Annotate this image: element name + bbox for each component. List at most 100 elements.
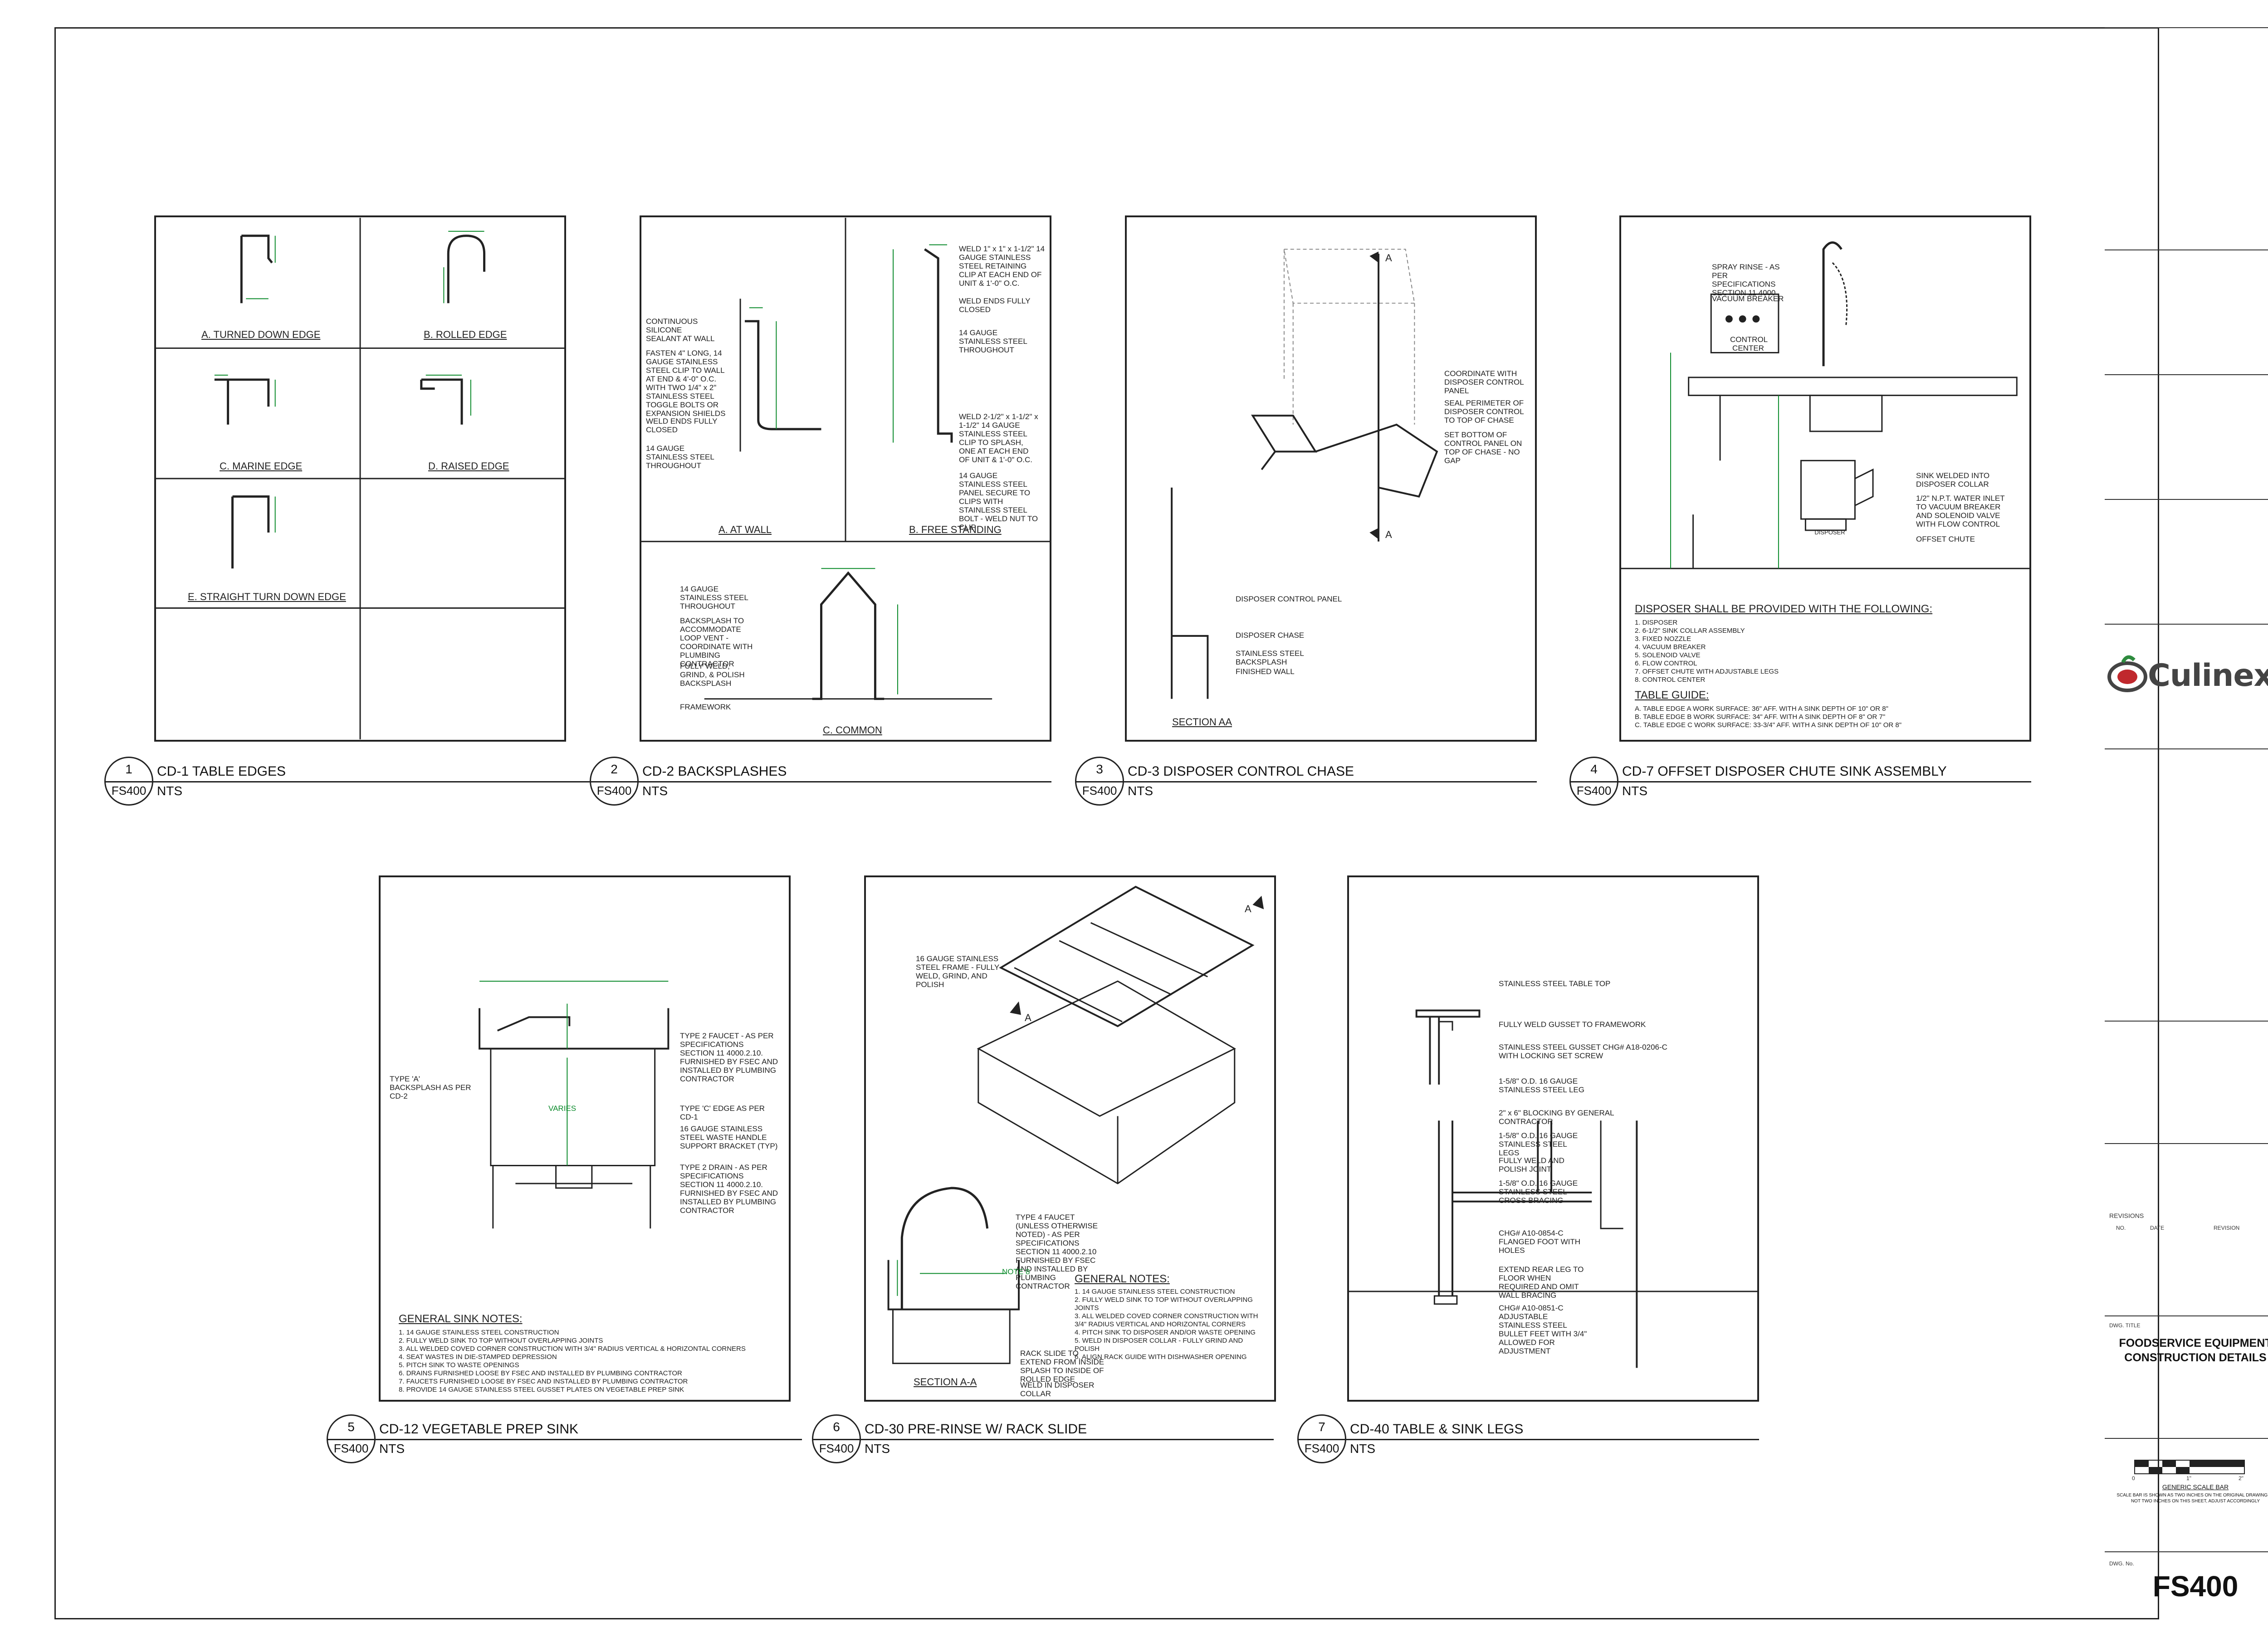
cd7-table-heading: TABLE GUIDE: xyxy=(1635,689,1709,701)
cd2-weld-two: WELD 2-1/2" x 1-1/2" x 1-1/2" 14 GAUGE S… xyxy=(959,412,1038,464)
cd2-label-a: A. AT WALL xyxy=(719,524,772,535)
cd7-notes-heading: DISPOSER SHALL BE PROVIDED WITH THE FOLL… xyxy=(1635,603,1933,615)
cd12-notes-list: 1. 14 GAUGE STAINLESS STEEL CONSTRUCTION… xyxy=(399,1329,780,1394)
dwg-title: FOODSERVICE EQUIPMENT CONSTRUCTION DETAI… xyxy=(2119,1337,2268,1364)
cd3-set: SET BOTTOM OF CONTROL PANEL ON TOP OF CH… xyxy=(1444,430,1522,465)
cd30-section: SECTION A-A xyxy=(914,1376,977,1388)
cd2-weld-ends: WELD ENDS FULLY CLOSED xyxy=(646,417,718,434)
cd2-label-c: C. COMMON xyxy=(823,724,882,736)
scale-bar xyxy=(2134,1460,2245,1474)
detail-scale-text: NTS xyxy=(157,784,182,798)
brand-name: Culinex xyxy=(2148,658,2268,694)
cd12-drain: TYPE 2 DRAIN - AS PER SPECIFICATIONS SEC… xyxy=(680,1163,778,1215)
note-item: 6. ALIGN RACK GUIDE WITH DISHWASHER OPEN… xyxy=(1075,1353,1247,1361)
cd30-weld: WELD IN DISPOSER COLLAR xyxy=(1020,1381,1095,1398)
cd1-label-e: E. STRAIGHT TURN DOWN EDGE xyxy=(188,591,346,602)
detail-scale-text: NTS xyxy=(379,1442,405,1456)
detail-title-text: CD-7 OFFSET DISPOSER CHUTE SINK ASSEMBLY xyxy=(1622,764,1947,779)
cd3-panel: DISPOSER CONTROL PANEL xyxy=(1236,595,1342,603)
cd30-frame: 16 GAUGE STAINLESS STEEL FRAME - FULLY W… xyxy=(916,954,999,989)
note-item: B. TABLE EDGE B WORK SURFACE: 34" AFF. W… xyxy=(1635,713,1886,721)
detail-number: 2 xyxy=(611,762,618,776)
cd7-table-list: A. TABLE EDGE A WORK SURFACE: 36" AFF. W… xyxy=(1635,705,2025,729)
detail-sheet: FS400 xyxy=(596,784,632,797)
note-item: A. TABLE EDGE A WORK SURFACE: 36" AFF. W… xyxy=(1635,705,1888,713)
cd2-sealant: CONTINUOUS SILICONE SEALANT AT WALL xyxy=(646,317,715,343)
detail-callout-6: 6 FS400 xyxy=(812,1414,861,1463)
detail-sheet: FS400 xyxy=(111,784,147,797)
note-item: 5. WELD IN DISPOSER COLLAR - FULLY GRIND… xyxy=(1075,1337,1243,1353)
detail-title-1: 1 FS400 CD-1 TABLE EDGES NTS xyxy=(104,757,603,807)
scale-label: GENERIC SCALE BAR xyxy=(2162,1483,2229,1491)
cd3-a-top: A xyxy=(1385,252,1392,264)
detail-frame-cd12: VARIES TYPE 2 FAUCET - AS PER SPECIFICAT… xyxy=(379,875,791,1402)
cd2-drawing xyxy=(641,218,1050,700)
note-item: 7. FAUCETS FURNISHED LOOSE BY FSEC AND I… xyxy=(399,1378,688,1385)
note-item: 2. FULLY WELD SINK TO TOP WITHOUT OVERLA… xyxy=(1075,1296,1253,1312)
note-item: 2. FULLY WELD SINK TO TOP WITHOUT OVERLA… xyxy=(399,1337,603,1345)
cd12-faucet: TYPE 2 FAUCET - AS PER SPECIFICATIONS SE… xyxy=(680,1032,778,1083)
detail-scale-text: NTS xyxy=(642,784,668,798)
detail-scale-text: NTS xyxy=(1622,784,1647,798)
scale-tick-0: 0 xyxy=(2132,1475,2135,1481)
note-item: 4. SEAT WASTES IN DIE-STAMPED DEPRESSION xyxy=(399,1353,557,1361)
detail-title-text: CD-30 PRE-RINSE W/ RACK SLIDE xyxy=(865,1422,1087,1437)
cd30-notes-heading: GENERAL NOTES: xyxy=(1075,1273,1170,1285)
note-item: 6. FLOW CONTROL xyxy=(1635,660,1697,667)
cd40-gusset: STAINLESS STEEL GUSSET CHG# A18-0206-C W… xyxy=(1499,1043,1667,1060)
cd7-chute: OFFSET CHUTE xyxy=(1916,535,1975,543)
cd30-a-top: A xyxy=(1245,903,1251,914)
detail-sheet: FS400 xyxy=(1304,1442,1339,1455)
revisions-col-revision: REVISION xyxy=(2214,1225,2240,1231)
note-item: 8. CONTROL CENTER xyxy=(1635,676,1706,684)
note-item: 6. DRAINS FURNISHED LOOSE BY FSEC AND IN… xyxy=(399,1369,682,1377)
cd40-extend: EXTEND REAR LEG TO FLOOR WHEN REQUIRED A… xyxy=(1499,1265,1584,1300)
note-item: 5. SOLENOID VALVE xyxy=(1635,651,1701,659)
cd30-drawing xyxy=(887,885,1264,1364)
note-item: 2. 6-1/2" SINK COLLAR ASSEMBLY xyxy=(1635,627,1745,635)
cd40-flanged: CHG# A10-0854-C FLANGED FOOT WITH HOLES xyxy=(1499,1229,1581,1255)
detail-number: 6 xyxy=(833,1420,840,1434)
cd2-loop: BACKSPLASH TO ACCOMMODATE LOOP VENT - CO… xyxy=(680,616,753,668)
detail-sheet: FS400 xyxy=(1576,784,1612,797)
dwg-no: FS400 xyxy=(2152,1570,2239,1603)
cd12-backsplash: TYPE 'A' BACKSPLASH AS PER CD-2 xyxy=(390,1075,471,1100)
dwg-no-label: DWG. No. xyxy=(2109,1560,2134,1567)
revisions-col-date: DATE xyxy=(2150,1225,2165,1231)
cd30-note: NOTE 8 xyxy=(1002,1267,1030,1276)
cd40-gusset-weld: FULLY WELD GUSSET TO FRAMEWORK xyxy=(1499,1020,1646,1029)
detail-title-2: 2 FS400 CD-2 BACKSPLASHES NTS xyxy=(590,757,1089,807)
detail-number: 1 xyxy=(125,762,132,776)
cd30-notes-list: 1. 14 GAUGE STAINLESS STEEL CONSTRUCTION… xyxy=(1075,1288,1270,1361)
detail-callout-7: 7 FS400 xyxy=(1297,1414,1346,1463)
scale-tick-1: 1" xyxy=(2186,1475,2191,1481)
cd2-ga14b: 14 GAUGE STAINLESS STEEL THROUGHOUT xyxy=(959,328,1027,354)
cd7-notes-list: 1. DISPOSER 2. 6-1/2" SINK COLLAR ASSEMB… xyxy=(1635,619,2016,684)
cd12-edge: TYPE 'C' EDGE AS PER CD-1 xyxy=(680,1104,765,1121)
cd2-ga14: 14 GAUGE STAINLESS STEEL THROUGHOUT xyxy=(646,444,714,470)
detail-title-5: 5 FS400 CD-12 VEGETABLE PREP SINK NTS xyxy=(327,1414,826,1464)
detail-title-text: CD-3 DISPOSER CONTROL CHASE xyxy=(1128,764,1354,779)
cd40-legs2: 1-5/8" O.D. 16 GAUGE STAINLESS STEEL LEG… xyxy=(1499,1131,1578,1157)
note-item: 3. ALL WELDED COVED CORNER CONSTRUCTION … xyxy=(399,1345,746,1353)
cd7-spray: SPRAY RINSE - AS PER SPECIFICATIONS SECT… xyxy=(1712,263,1780,297)
cd1-label-a: A. TURNED DOWN EDGE xyxy=(201,329,321,340)
detail-frame-cd30: A A 16 GAUGE STAINLESS STEEL FRAME - FUL… xyxy=(864,875,1276,1402)
cd7-control: CONTROL CENTER xyxy=(1730,335,1768,352)
cd40-cross: 1-5/8" O.D. 16 GAUGE STAINLESS STEEL CRO… xyxy=(1499,1179,1578,1205)
detail-sheet: FS400 xyxy=(819,1442,854,1455)
cd1-label-c: C. MARINE EDGE xyxy=(220,460,303,472)
cd12-drawing xyxy=(479,981,670,1229)
cd30-a-bottom: A xyxy=(1025,1012,1031,1023)
sheet-border xyxy=(54,27,2159,1619)
detail-frame-cd3: A A COORDINATE WITH DISPOSER CONTROL PAN… xyxy=(1125,215,1537,742)
note-item: 4. VACUUM BREAKER xyxy=(1635,643,1706,651)
detail-frame-cd40: STAINLESS STEEL TABLE TOP FULLY WELD GUS… xyxy=(1347,875,1759,1402)
detail-scale-text: NTS xyxy=(1128,784,1153,798)
cd3-chase: DISPOSER CHASE xyxy=(1236,631,1305,640)
cd12-bracket: 16 GAUGE STAINLESS STEEL WASTE HANDLE SU… xyxy=(680,1125,778,1150)
detail-number: 3 xyxy=(1096,762,1103,776)
revisions-col-no: NO. xyxy=(2116,1225,2126,1231)
dwg-title-label: DWG. TITLE xyxy=(2109,1322,2141,1329)
note-item: 4. PITCH SINK TO DISPOSER AND/OR WASTE O… xyxy=(1075,1329,1256,1336)
